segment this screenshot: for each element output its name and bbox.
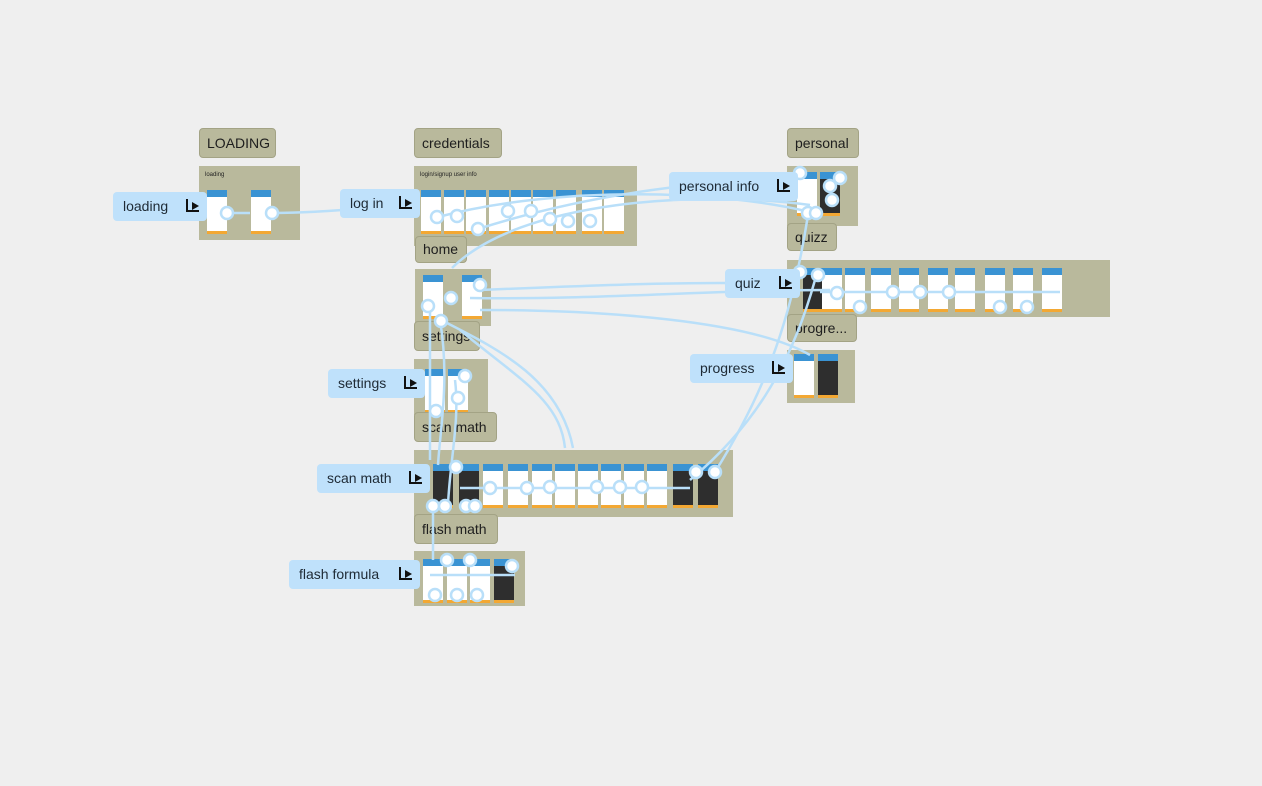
flow-start-log-in[interactable]: log in xyxy=(340,189,420,218)
screen-thumbnail[interactable] xyxy=(556,190,576,234)
screen-thumbnail[interactable] xyxy=(624,464,644,508)
screen-thumbnail[interactable] xyxy=(582,190,602,234)
frame-quizz[interactable] xyxy=(787,260,1110,317)
screen-thumbnail[interactable] xyxy=(1013,268,1033,312)
screen-thumbnail[interactable] xyxy=(421,190,441,234)
frame-credentials[interactable]: login/signup user info xyxy=(414,166,637,246)
flow-label: personal info xyxy=(679,178,760,194)
screen-thumbnail[interactable] xyxy=(483,464,503,508)
play-icon[interactable] xyxy=(779,276,792,289)
screen-thumbnail[interactable] xyxy=(1042,268,1062,312)
flow-label: quiz xyxy=(735,275,761,291)
frame-title: login/signup user info xyxy=(420,172,477,178)
screen-thumbnail[interactable] xyxy=(794,354,814,398)
screen-thumbnail[interactable] xyxy=(489,190,509,234)
frame-settings[interactable] xyxy=(414,359,488,415)
screen-thumbnail[interactable] xyxy=(647,464,667,508)
flow-start-quiz[interactable]: quiz xyxy=(725,269,800,298)
screen-thumbnail[interactable] xyxy=(555,464,575,508)
screen-thumbnail[interactable] xyxy=(820,172,840,216)
screen-thumbnail[interactable] xyxy=(462,275,482,319)
flow-label: scan math xyxy=(327,470,392,486)
screen-thumbnail[interactable] xyxy=(425,369,445,413)
flow-label: progress xyxy=(700,360,755,376)
screen-thumbnail[interactable] xyxy=(433,464,453,508)
screen-thumbnail[interactable] xyxy=(423,559,443,603)
flow-label: settings xyxy=(338,375,387,391)
screen-thumbnail[interactable] xyxy=(955,268,975,312)
section-label-progress[interactable]: progre... xyxy=(787,314,857,342)
frame-scan-math[interactable] xyxy=(414,450,733,517)
screen-thumbnail[interactable] xyxy=(604,190,624,234)
flow-start-flash-formula[interactable]: flash formula xyxy=(289,560,420,589)
flow-label: log in xyxy=(350,195,384,211)
screen-thumbnail[interactable] xyxy=(818,354,838,398)
section-label-home[interactable]: home xyxy=(415,236,467,263)
flow-start-progress[interactable]: progress xyxy=(690,354,793,383)
screen-thumbnail[interactable] xyxy=(698,464,718,508)
flow-label: flash formula xyxy=(299,566,380,582)
screen-thumbnail[interactable] xyxy=(985,268,1005,312)
frame-home[interactable] xyxy=(415,269,491,326)
screen-thumbnail[interactable] xyxy=(928,268,948,312)
screen-thumbnail[interactable] xyxy=(803,268,823,312)
play-icon[interactable] xyxy=(772,361,785,374)
screen-thumbnail[interactable] xyxy=(423,275,443,319)
section-label-loading[interactable]: LOADING xyxy=(199,128,276,158)
frame-loading[interactable]: loading xyxy=(199,166,300,240)
screen-thumbnail[interactable] xyxy=(673,464,693,508)
screen-thumbnail[interactable] xyxy=(444,190,464,234)
play-icon[interactable] xyxy=(404,376,417,389)
flow-start-loading[interactable]: loading xyxy=(113,192,207,221)
screen-thumbnail[interactable] xyxy=(470,559,490,603)
screen-thumbnail[interactable] xyxy=(447,559,467,603)
screen-thumbnail[interactable] xyxy=(578,464,598,508)
screen-thumbnail[interactable] xyxy=(822,268,842,312)
section-label-credentials[interactable]: credentials xyxy=(414,128,502,158)
frame-title: loading xyxy=(205,172,225,178)
screen-thumbnail[interactable] xyxy=(871,268,891,312)
screen-thumbnail[interactable] xyxy=(207,190,227,234)
frame-progress[interactable] xyxy=(787,350,855,403)
section-label-settings[interactable]: settings xyxy=(414,321,480,351)
screen-thumbnail[interactable] xyxy=(899,268,919,312)
screen-thumbnail[interactable] xyxy=(466,190,486,234)
play-icon[interactable] xyxy=(777,179,790,192)
screen-thumbnail[interactable] xyxy=(601,464,621,508)
play-icon[interactable] xyxy=(186,199,199,212)
play-icon[interactable] xyxy=(399,567,412,580)
frame-flash-math[interactable] xyxy=(414,551,525,606)
play-icon[interactable] xyxy=(399,196,412,209)
flow-start-personal-info[interactable]: personal info xyxy=(669,172,798,201)
flow-start-scan-math[interactable]: scan math xyxy=(317,464,430,493)
screen-thumbnail[interactable] xyxy=(448,369,468,413)
screen-thumbnail[interactable] xyxy=(459,464,479,508)
section-label-flash-math[interactable]: flash math xyxy=(414,514,498,544)
screen-thumbnail[interactable] xyxy=(494,559,514,603)
screen-thumbnail[interactable] xyxy=(251,190,271,234)
flow-start-settings[interactable]: settings xyxy=(328,369,425,398)
screen-thumbnail[interactable] xyxy=(532,464,552,508)
section-label-personal[interactable]: personal xyxy=(787,128,859,158)
play-icon[interactable] xyxy=(409,471,422,484)
screen-thumbnail[interactable] xyxy=(533,190,553,234)
screen-thumbnail[interactable] xyxy=(845,268,865,312)
connection xyxy=(713,214,810,473)
screen-thumbnail[interactable] xyxy=(797,172,817,216)
flow-label: loading xyxy=(123,198,169,214)
section-label-scan-math[interactable]: scan math xyxy=(414,412,497,442)
section-label-quizz[interactable]: quizz xyxy=(787,223,837,251)
screen-thumbnail[interactable] xyxy=(511,190,531,234)
connection xyxy=(479,308,811,357)
screen-thumbnail[interactable] xyxy=(508,464,528,508)
